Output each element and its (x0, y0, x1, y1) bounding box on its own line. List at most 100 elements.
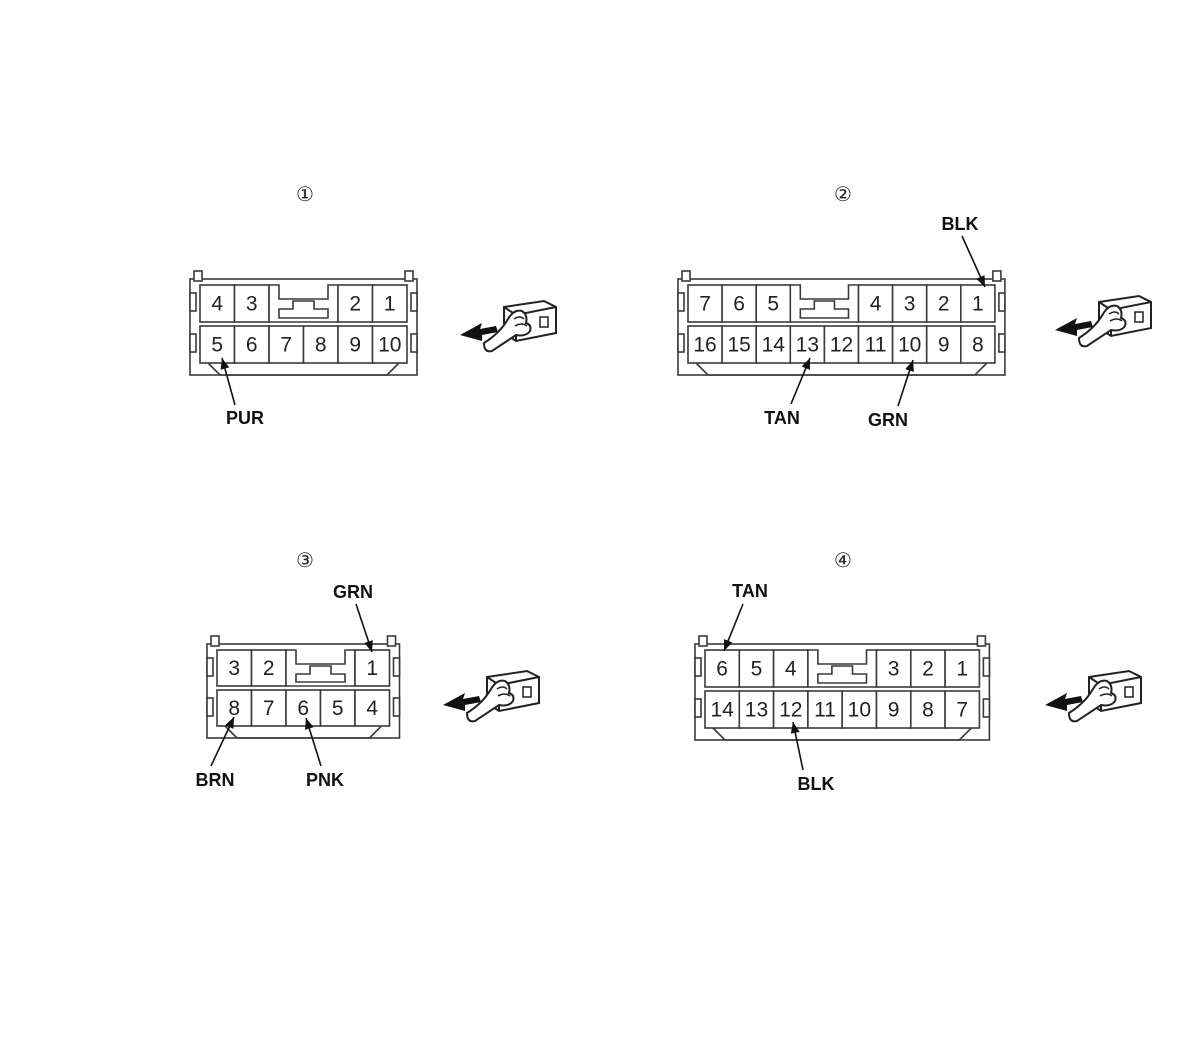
pin-number: 11 (814, 699, 836, 722)
pin-number: 5 (751, 658, 763, 681)
housing-tab (210, 635, 220, 647)
pin-number: 10 (848, 699, 871, 722)
pin-number: 6 (733, 293, 745, 316)
pin-cavity (233, 325, 270, 364)
pin-cavity (959, 284, 996, 323)
pin-number: 1 (384, 293, 396, 316)
housing-clip (206, 697, 214, 717)
pin-cavity (891, 284, 928, 323)
connector-number: ③ (296, 548, 314, 572)
pin-number: 10 (378, 334, 401, 357)
pin-number: 7 (280, 334, 292, 357)
pin-number: 6 (246, 334, 258, 357)
pin-number: 12 (830, 334, 853, 357)
pin-cavity (216, 689, 253, 727)
housing-base (712, 727, 972, 741)
hand-shape (1067, 679, 1117, 723)
pin-number: 4 (211, 293, 223, 316)
pin-number: 5 (332, 697, 344, 720)
wire-color-label: PUR (226, 408, 264, 428)
finger-lines (496, 686, 511, 697)
housing-clip (392, 697, 401, 717)
wire-color-label: TAN (764, 408, 800, 428)
pin-number: 8 (922, 699, 934, 722)
housing-clip (392, 657, 401, 677)
pin-number: 10 (898, 334, 921, 357)
wire-color-label: GRN (333, 582, 373, 602)
pin-number: 7 (699, 293, 711, 316)
finger-lines (513, 316, 528, 327)
housing-clip (982, 698, 991, 718)
arrowhead (976, 275, 985, 287)
key-slot-inner (817, 665, 868, 684)
arrowhead (723, 639, 733, 651)
housing-tab (193, 270, 203, 282)
hand-pushing-connector-icon (1055, 294, 1152, 348)
pin-number: 1 (366, 657, 378, 680)
pin-number: 8 (228, 697, 240, 720)
housing-tab (698, 635, 708, 647)
wire-color-label: TAN (732, 581, 768, 601)
pin-number: 12 (779, 699, 802, 722)
housing-clip (189, 292, 197, 312)
pin-cavity (268, 325, 305, 364)
connector-latch-shape (1134, 311, 1144, 323)
hand-shape (482, 309, 532, 353)
pin-cavity (687, 284, 723, 323)
key-slot (807, 649, 878, 688)
pin-cavity (909, 690, 946, 729)
pin-number: 2 (263, 657, 275, 680)
hand-pushing-connector-icon (1045, 669, 1142, 723)
housing-tab (992, 270, 1002, 282)
wire-color-label: BLK (942, 214, 979, 234)
pin-cavity (807, 690, 844, 729)
housing-clip (206, 657, 214, 677)
wire-color-label: PNK (306, 770, 344, 790)
arrowhead (220, 358, 230, 370)
arrowhead (905, 360, 914, 372)
pin-cavity (944, 690, 981, 729)
finger-lines (1108, 311, 1123, 322)
housing-clip (982, 657, 991, 677)
arrowhead (304, 718, 314, 730)
pin-cavity (199, 284, 236, 323)
housing-base (207, 362, 400, 376)
pin-number: 15 (727, 334, 750, 357)
pin-number: 9 (938, 334, 950, 357)
connector-number: ② (834, 182, 852, 206)
pin-number: 4 (366, 697, 378, 720)
pin-number: 8 (315, 334, 327, 357)
pin-number: 3 (228, 657, 240, 680)
arrowhead (801, 358, 810, 370)
key-slot (789, 284, 860, 323)
pin-number: 13 (796, 334, 819, 357)
housing-clip (694, 698, 702, 718)
connector-number: ① (296, 182, 314, 206)
key-slot-inner (799, 300, 850, 319)
arrowhead (364, 640, 373, 652)
connector-number: ④ (834, 548, 852, 572)
pin-number: 4 (785, 658, 797, 681)
housing-tab (386, 635, 397, 647)
pin-cavity (250, 649, 287, 687)
pin-cavity (354, 649, 391, 687)
pin-number: 6 (716, 658, 728, 681)
pin-cavity (755, 325, 792, 364)
pin-cavity (959, 325, 996, 364)
housing-clip (677, 292, 685, 312)
housing-clip (998, 333, 1006, 353)
push-arrow-shape (460, 323, 498, 341)
wire-color-label: BLK (798, 774, 835, 794)
hand-shape (465, 679, 515, 723)
pin-cavity (944, 649, 981, 688)
pin-number: 2 (938, 293, 950, 316)
pin-number: 5 (767, 293, 779, 316)
arrowhead (225, 717, 234, 729)
pin-number: 14 (762, 334, 786, 357)
pin-number: 9 (349, 334, 361, 357)
pin-cavity (823, 325, 860, 364)
connector-latch-shape (1124, 686, 1134, 698)
